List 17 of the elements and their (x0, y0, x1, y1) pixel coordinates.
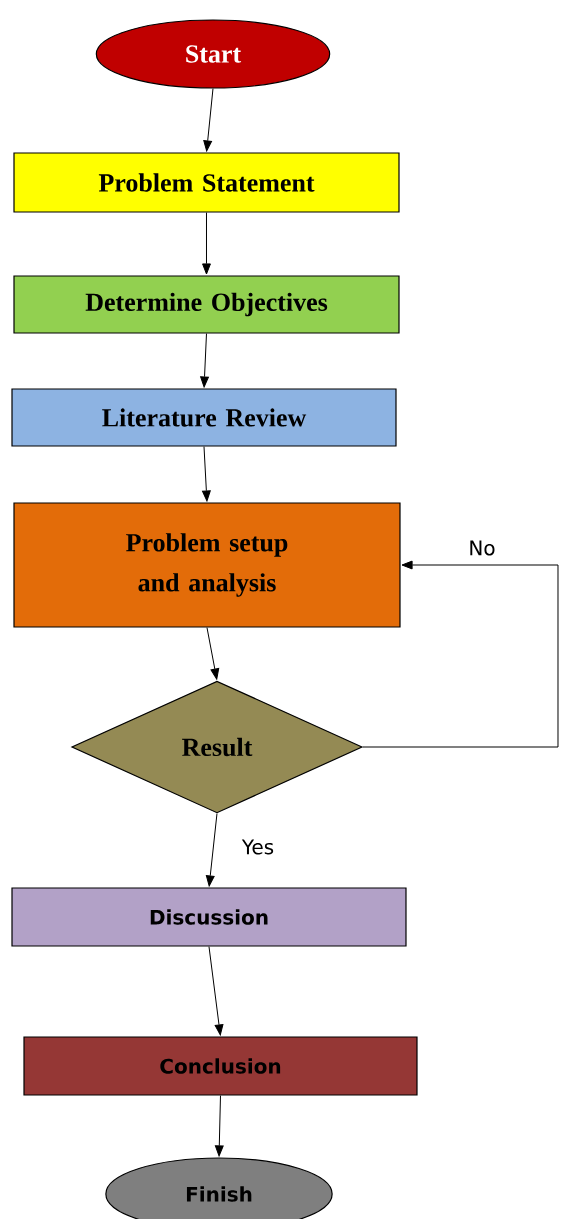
process-box: Conclusion (23, 1036, 418, 1096)
arrow (202, 446, 211, 502)
arrow (202, 212, 211, 275)
arrow (208, 946, 224, 1036)
arrow (205, 813, 218, 887)
arrow (200, 333, 209, 388)
arrow (214, 1095, 224, 1157)
process-box: Literature Review (11, 388, 397, 447)
arrow (206, 627, 220, 680)
process-box: Problem setup and analysis (13, 502, 401, 628)
process-box: Determine Objectives (13, 275, 400, 334)
process-box: Problem Statement (13, 152, 400, 213)
edge-label: No (467, 539, 497, 557)
arrow (203, 88, 214, 152)
process-box: Discussion (11, 887, 407, 947)
edge-label: Yes (240, 838, 276, 856)
arrow (362, 560, 559, 748)
